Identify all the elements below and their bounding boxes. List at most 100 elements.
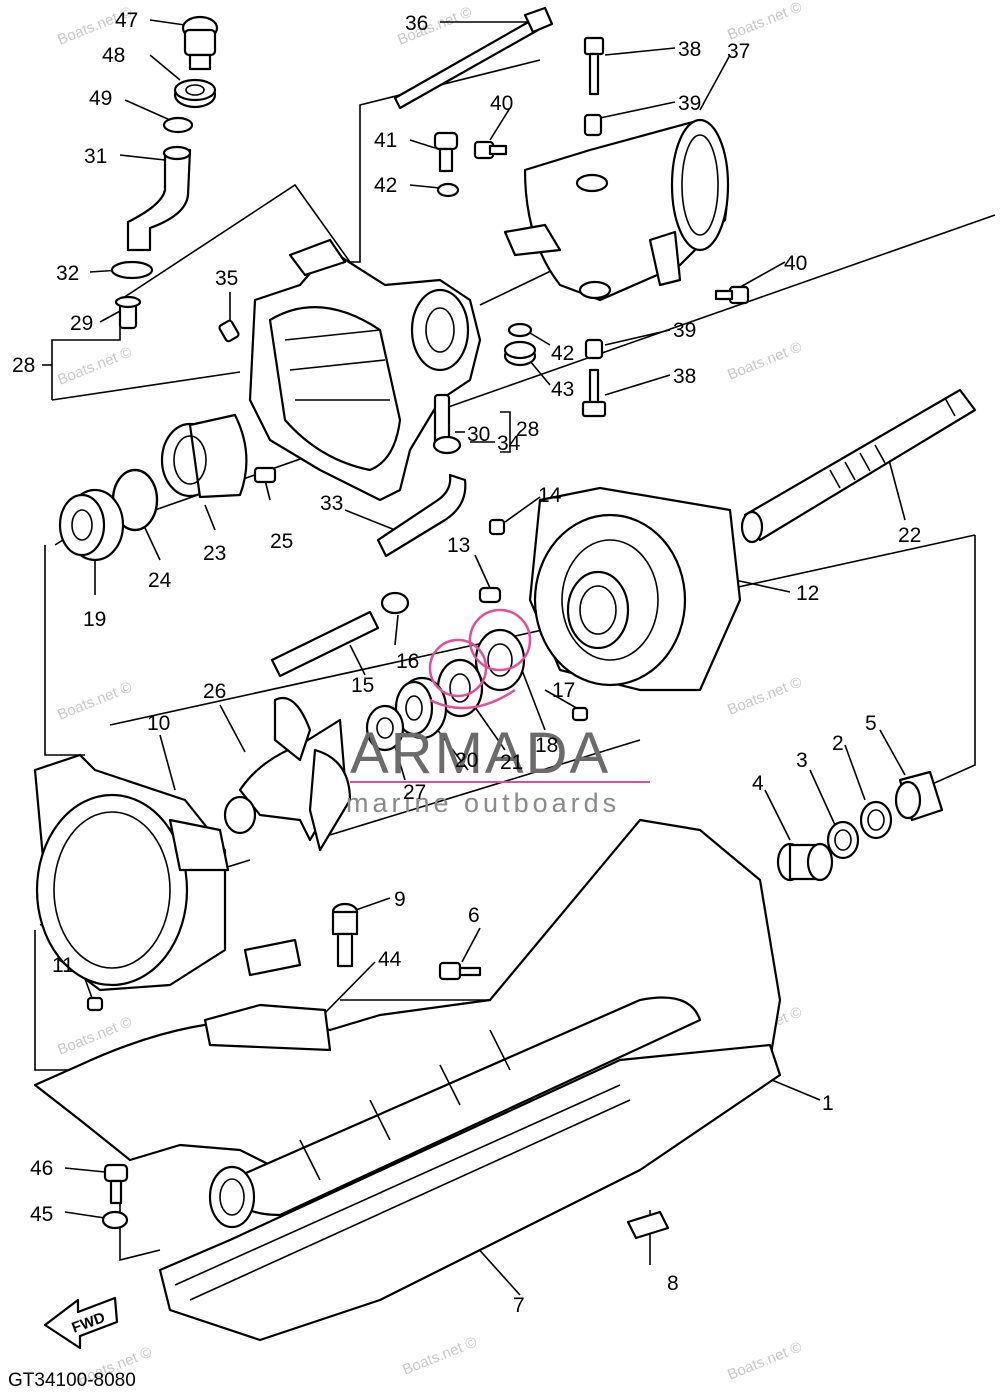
callout-27: 27	[403, 781, 426, 804]
drawing-code: GT34100-8080	[8, 1370, 136, 1391]
part-8-tab	[626, 1210, 670, 1240]
callout-1: 1	[822, 1092, 834, 1115]
part-43-nut	[503, 340, 537, 367]
part-25-bolt	[253, 466, 277, 484]
part-42-washer-top	[436, 182, 460, 198]
part-14-plug	[488, 518, 506, 536]
callout-34: 34	[497, 432, 521, 455]
part-16-clip	[380, 591, 410, 615]
brand-watermark: ARMADA marine outboards	[346, 608, 650, 818]
callout-45: 45	[30, 1203, 53, 1226]
part-1-ride-plate	[158, 1043, 782, 1342]
assembly-frames	[34, 59, 996, 1262]
callout-21: 21	[500, 751, 523, 774]
part-41-bolt	[433, 131, 459, 173]
callout-11: 11	[52, 954, 74, 977]
callout-10: 10	[147, 712, 170, 735]
callout-7: 7	[513, 1294, 525, 1317]
part-46-bolt	[103, 1163, 129, 1205]
part-intake-housing	[248, 238, 482, 502]
part-9-grommet	[331, 902, 359, 968]
part-23-elbow	[160, 413, 248, 499]
watermark: Boats.net ©	[400, 1333, 479, 1378]
part-4-collar	[776, 842, 834, 882]
callout-23: 23	[203, 542, 226, 565]
callout-43: 43	[551, 378, 574, 401]
callout-16: 16	[396, 650, 419, 673]
part-6-bolt	[438, 961, 482, 981]
part-20-bearing	[394, 676, 448, 740]
callout-12: 12	[796, 582, 819, 605]
callout-24: 24	[148, 569, 172, 592]
part-49-clamp	[162, 116, 194, 134]
callout-4: 4	[752, 772, 764, 795]
callout-41: 41	[374, 129, 397, 152]
callout-39a: 39	[678, 92, 701, 115]
callout-46: 46	[30, 1157, 53, 1180]
part-12-pump-housing	[528, 486, 742, 692]
callout-49: 49	[89, 87, 112, 110]
part-2-bush	[859, 800, 893, 840]
part-35-pin	[218, 319, 240, 343]
brand-logo-mark	[428, 608, 532, 710]
callout-15: 15	[351, 674, 374, 697]
part-38-bolt-bottom	[581, 368, 607, 418]
part-45-washer	[101, 1210, 129, 1230]
callout-2: 2	[832, 732, 844, 755]
watermark: Boats.net ©	[55, 678, 134, 723]
callout-42a: 42	[374, 174, 397, 197]
callout-8: 8	[667, 1272, 679, 1295]
watermark: Boats.net ©	[725, 673, 804, 718]
watermark: Boats.net ©	[55, 343, 134, 388]
watermark: Boats.net ©	[725, 338, 804, 383]
part-37-steering-nozzle	[503, 118, 730, 302]
callout-33: 33	[320, 492, 343, 515]
part-40-bolt-right	[714, 285, 750, 305]
part-32-clamp	[110, 260, 154, 280]
part-36-stud-bolt	[393, 6, 554, 110]
callout-32: 32	[56, 262, 79, 285]
callout-labels: 1 2 3 4 5 6 7 8 9 10 11 12 13 14 15 16 1…	[12, 9, 921, 1317]
part-38-bolt-top	[583, 36, 605, 96]
callout-19: 19	[83, 608, 106, 631]
callout-18: 18	[535, 734, 558, 757]
part-22-impeller-shaft	[740, 388, 977, 544]
part-39-bushing-bottom	[584, 338, 604, 360]
callout-40b: 40	[784, 252, 807, 275]
callout-6: 6	[468, 904, 480, 927]
part-47-cap	[181, 15, 219, 71]
callout-26: 26	[203, 680, 226, 703]
callout-22: 22	[898, 524, 921, 547]
part-27-spacer	[365, 704, 405, 752]
part-39-bushing-top	[583, 113, 603, 137]
callout-48: 48	[102, 44, 125, 67]
part-42-washer-bottom	[507, 322, 533, 338]
callout-47: 47	[115, 9, 138, 32]
callout-20: 20	[455, 749, 478, 772]
part-11-pin	[86, 996, 104, 1012]
callout-30: 30	[467, 423, 490, 446]
callout-28a: 28	[12, 354, 35, 377]
brand-name: ARMADA	[350, 721, 610, 786]
part-13-pin	[478, 586, 502, 604]
part-3-washer	[826, 820, 860, 860]
callout-35: 35	[215, 267, 238, 290]
callout-40a: 40	[490, 92, 513, 115]
fwd-arrow-icon: FWD	[43, 1296, 119, 1350]
part-31-hose	[126, 145, 192, 252]
part-40-bolt-left	[473, 140, 508, 160]
callout-14: 14	[538, 484, 562, 507]
part-34-clamp	[432, 435, 462, 455]
part-33-hose	[376, 473, 467, 558]
part-15-rod	[270, 610, 380, 678]
part-26-impeller	[223, 697, 352, 852]
part-29-fitting	[114, 295, 142, 330]
part-5-cap	[894, 770, 944, 822]
callout-38b: 38	[673, 365, 696, 388]
callout-44: 44	[378, 948, 402, 971]
callout-36: 36	[405, 12, 428, 35]
callout-28b: 28	[516, 418, 539, 441]
part-10-duct	[33, 753, 230, 992]
callout-9: 9	[394, 888, 406, 911]
callout-5: 5	[865, 712, 877, 735]
